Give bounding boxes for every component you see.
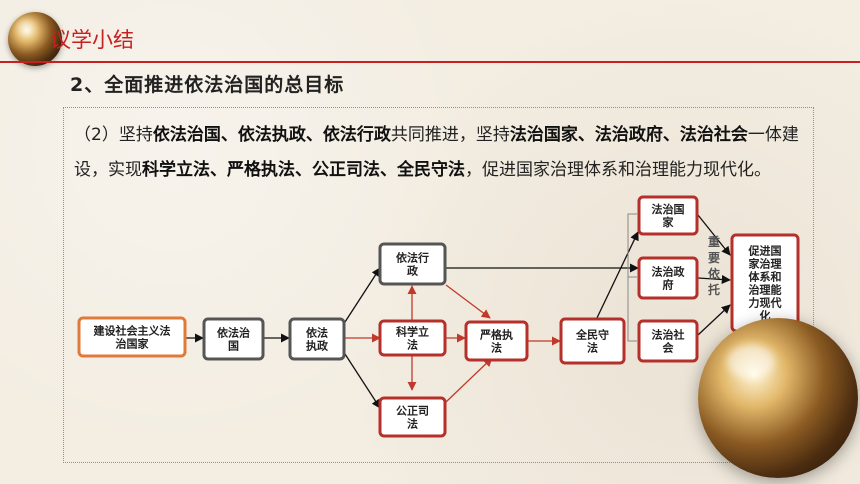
paragraph-text: ，促进国家治理体系和治理能力现代化。	[465, 160, 771, 180]
node-label: 法	[407, 338, 418, 352]
title-divider	[0, 61, 860, 63]
node-label: 力现代	[749, 296, 782, 310]
node-label: 治理能	[749, 283, 782, 297]
arrow-n4-n7	[445, 284, 491, 319]
node-label: 会	[663, 341, 675, 355]
node-label: 府	[663, 278, 674, 292]
node-govern-by-law: 依法执政	[288, 317, 346, 361]
node-scientific-legislation: 科学立法	[378, 319, 447, 357]
node-label: 法	[407, 417, 418, 431]
section-title: 议学小结	[50, 28, 134, 52]
node-label: 公正司	[396, 405, 429, 418]
node-label: 政	[407, 264, 419, 278]
node-rule-country-by-law: 依法治国	[202, 317, 265, 361]
node-label: 法	[587, 341, 598, 355]
node-label: 法治社	[652, 328, 685, 342]
side-label-char: 重	[708, 234, 720, 249]
node-label: 促进国	[748, 244, 782, 258]
globe-icon-small	[8, 12, 62, 66]
node-label: 体系和	[749, 270, 782, 284]
node-label: 法治国	[652, 202, 685, 216]
node-label: 法	[491, 341, 502, 355]
node-rule-of-law-country: 法治国家	[637, 195, 699, 236]
arrow-n10-n12	[697, 274, 731, 285]
node-label: 治国家	[116, 337, 150, 351]
node-label: 科学立	[396, 325, 429, 339]
node-label: 化	[760, 309, 771, 323]
page-subtitle: 2、全面推进依法治国的总目标	[70, 74, 345, 96]
node-universal-law-observance: 全民守法	[559, 317, 626, 365]
content-box	[63, 107, 814, 463]
node-label: 家	[663, 215, 675, 229]
node-rule-of-law-government: 法治政府	[637, 256, 699, 300]
arrow-n8-n9	[595, 231, 639, 321]
node-modernize-governance: 促进国家治理体系和治理能力现代化	[730, 233, 800, 333]
emphasis-text: 法治国家、法治政府、法治社会	[509, 125, 748, 145]
arrow-n3-n6	[344, 353, 381, 409]
node-rule-of-law-society: 法治社会	[637, 319, 699, 363]
summary-paragraph: （2）坚持依法治国、依法执政、依法行政共同推进，坚持法治国家、法治政府、法治社会…	[74, 118, 814, 188]
group-bracket	[627, 213, 637, 342]
side-label-char: 依	[708, 266, 721, 281]
node-label: 执政	[306, 339, 329, 353]
paragraph-text: （2）坚持	[74, 125, 153, 145]
node-label: 严格执	[479, 328, 513, 342]
node-strict-law-enforcement: 严格执法	[464, 320, 529, 362]
arrow-n6-n7	[445, 357, 493, 403]
node-label: 依法	[306, 326, 328, 340]
node-administer-by-law: 依法行政	[378, 242, 447, 286]
node-label: 建设社会主义法	[94, 324, 171, 338]
side-label-char: 托	[708, 282, 720, 297]
side-label-char: 要	[708, 250, 720, 265]
globe-icon-large	[698, 318, 858, 478]
node-label: 依法行	[396, 251, 429, 265]
paragraph-text: 一体建设，实现	[74, 125, 799, 180]
node-label: 家治理	[749, 257, 782, 271]
arrow-n3-n4	[344, 267, 381, 323]
node-label: 法治政	[652, 265, 686, 279]
flow-arrows	[186, 214, 731, 409]
emphasis-text: 科学立法、严格执法、公正司法、全民守法	[142, 160, 465, 180]
node-label: 依法治	[217, 326, 250, 340]
arrow-n9-n12	[697, 214, 731, 256]
emphasis-text: 依法治国、依法执政、依法行政	[152, 125, 391, 145]
node-label: 国	[228, 340, 239, 353]
node-label: 全民守	[575, 328, 609, 342]
node-fair-judiciary: 公正司法	[378, 396, 447, 438]
paragraph-text: 共同推进，坚持	[390, 125, 510, 145]
arrow-n11-n12	[697, 304, 731, 336]
